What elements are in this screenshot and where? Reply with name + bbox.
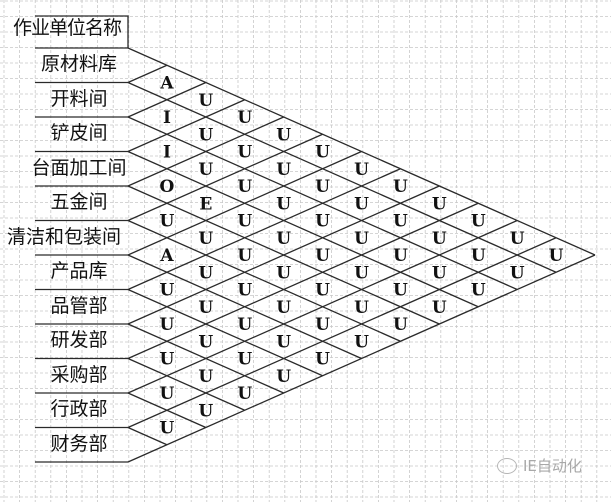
relationship-code: U <box>237 350 252 370</box>
chat-bubble-icon <box>497 457 517 474</box>
relationship-code: U <box>160 281 175 301</box>
relationship-code: U <box>237 143 252 163</box>
department-label: 采购部 <box>50 363 108 386</box>
relationship-code: U <box>549 246 564 266</box>
relationship-code: U <box>315 177 330 197</box>
relationship-code: E <box>199 194 212 214</box>
relationship-code: U <box>276 367 291 387</box>
relationship-code: U <box>354 229 369 249</box>
relationship-code: U <box>276 125 291 145</box>
relationship-code: U <box>160 384 175 404</box>
watermark-text: IE自动化 <box>523 457 582 475</box>
relationship-code: U <box>198 401 213 421</box>
relationship-code: U <box>276 160 291 180</box>
relationship-code: U <box>510 263 525 283</box>
relationship-code: U <box>315 315 330 335</box>
relationship-code: U <box>354 263 369 283</box>
department-label: 五金间 <box>50 191 108 214</box>
relationship-code: U <box>276 229 291 249</box>
relationship-code: U <box>276 332 291 352</box>
relationship-code: A <box>159 246 174 266</box>
relationship-code: U <box>315 281 330 301</box>
relationship-code: U <box>393 281 408 301</box>
relationship-code: U <box>276 263 291 283</box>
relationship-code: U <box>432 298 447 318</box>
relationship-code: U <box>432 229 447 249</box>
relationship-code: U <box>393 177 408 197</box>
department-label: 财务部 <box>50 432 108 455</box>
relationship-code: U <box>237 281 252 301</box>
relationship-code: U <box>237 108 252 128</box>
relationship-code: U <box>354 160 369 180</box>
relationship-code: U <box>393 315 408 335</box>
relationship-code: U <box>393 246 408 266</box>
department-label: 清洁和包装间 <box>6 225 121 248</box>
relationship-code: U <box>276 298 291 318</box>
relationship-code: U <box>432 263 447 283</box>
relationship-code: U <box>237 384 252 404</box>
relationship-code: U <box>198 160 213 180</box>
relationship-code: U <box>315 212 330 232</box>
relationship-code: U <box>160 212 175 232</box>
relationship-code: U <box>315 350 330 370</box>
relationship-code: U <box>471 281 486 301</box>
relationship-code: U <box>160 350 175 370</box>
relationship-code: U <box>237 315 252 335</box>
relationship-code: U <box>315 246 330 266</box>
relationship-code: U <box>198 332 213 352</box>
department-label: 研发部 <box>50 329 108 352</box>
relationship-code: U <box>198 367 213 387</box>
relationship-code: U <box>198 125 213 145</box>
watermark: IE自动化 <box>497 455 582 476</box>
relationship-code: U <box>471 212 486 232</box>
header-title: 作业单位名称 <box>12 17 122 39</box>
relationship-code: A <box>159 74 174 94</box>
relationship-code: I <box>163 108 171 128</box>
relationship-code: O <box>160 177 175 197</box>
department-label: 铲皮间 <box>50 122 108 145</box>
relationship-code: U <box>510 229 525 249</box>
relationship-code: U <box>198 229 213 249</box>
relationship-code: U <box>198 263 213 283</box>
relationship-code: U <box>354 194 369 214</box>
relationship-code: U <box>198 91 213 111</box>
relationship-code: U <box>393 212 408 232</box>
relationship-code: U <box>237 246 252 266</box>
department-label: 产品库 <box>50 260 108 283</box>
relationship-code: U <box>198 298 213 318</box>
relationship-code: U <box>160 315 175 335</box>
department-label: 行政部 <box>50 398 108 421</box>
relationship-code: I <box>163 143 171 163</box>
relationship-code: U <box>160 419 175 439</box>
relationship-code: U <box>315 143 330 163</box>
relationship-code: U <box>237 177 252 197</box>
department-label: 原材料库 <box>40 53 117 76</box>
relationship-code: U <box>237 212 252 232</box>
relationship-code: U <box>276 194 291 214</box>
department-label: 品管部 <box>50 294 108 317</box>
department-label: 开料间 <box>50 87 108 110</box>
relationship-code: U <box>354 298 369 318</box>
department-label: 台面加工间 <box>31 156 127 179</box>
relationship-code: U <box>432 194 447 214</box>
relationship-code: U <box>471 246 486 266</box>
relationship-code: U <box>354 332 369 352</box>
